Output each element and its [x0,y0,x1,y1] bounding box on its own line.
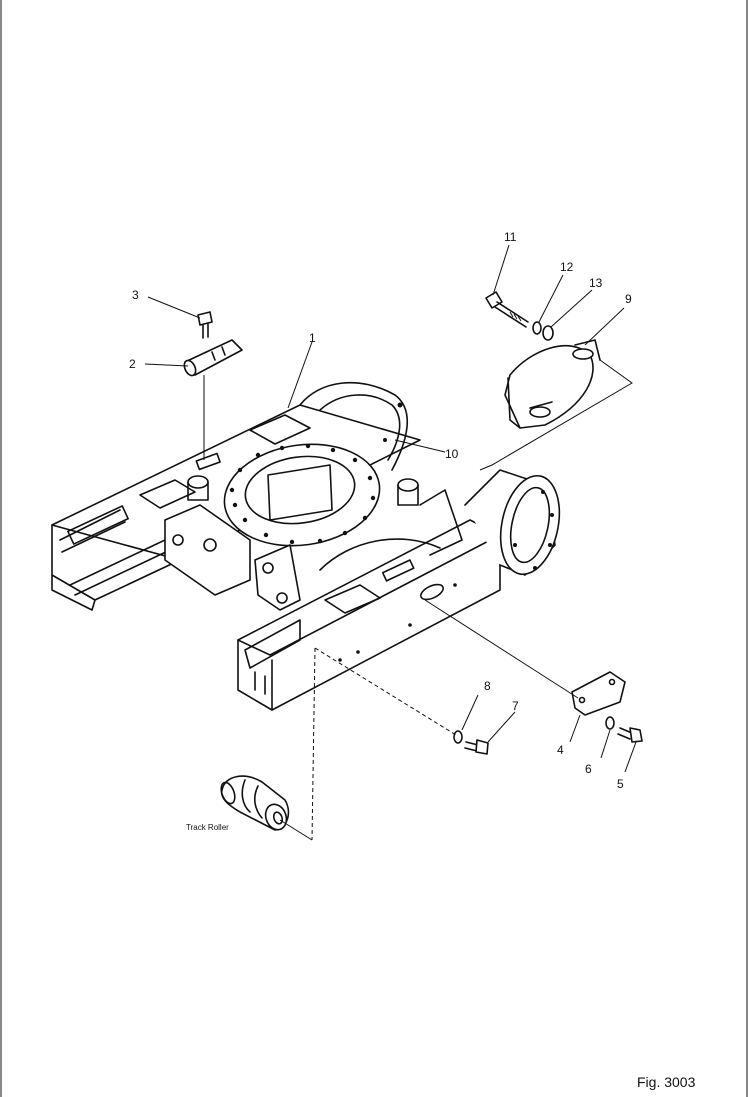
leader-lines [144,244,637,841]
washer-13 [542,325,554,341]
pin-2 [183,339,243,377]
callout-6: 6 [585,762,592,776]
bolt-11 [485,291,529,328]
track-frame [51,381,561,711]
callout-5: 5 [617,777,624,791]
callout-7: 7 [512,699,519,713]
track-roller [220,775,290,831]
plate-4 [571,671,626,716]
end-ring-bolts [513,490,554,570]
washer-12 [532,321,542,335]
beam-holes [338,583,457,662]
callout-13: 13 [589,276,603,290]
callout-2: 2 [129,357,136,371]
cover-plate [504,339,601,429]
callout-11: 11 [504,230,517,244]
callout-10: 10 [445,447,459,461]
callout-labels: 1 2 3 4 5 6 7 8 9 10 11 12 13 [129,230,632,791]
washer-6 [605,716,615,730]
callout-4: 4 [557,743,564,757]
callout-1: 1 [309,331,316,345]
bolt-7 [464,739,489,755]
washer-8 [453,730,463,744]
figure-number: Fig. 3003 [637,1074,696,1090]
callout-9: 9 [625,292,632,306]
callout-8: 8 [484,679,491,693]
track-roller-label: Track Roller [186,823,229,832]
bolt-3 [197,311,213,339]
swing-ring-bolts [229,443,376,545]
callout-3: 3 [132,288,139,302]
bolt-5 [617,727,643,743]
callout-12: 12 [560,260,574,274]
